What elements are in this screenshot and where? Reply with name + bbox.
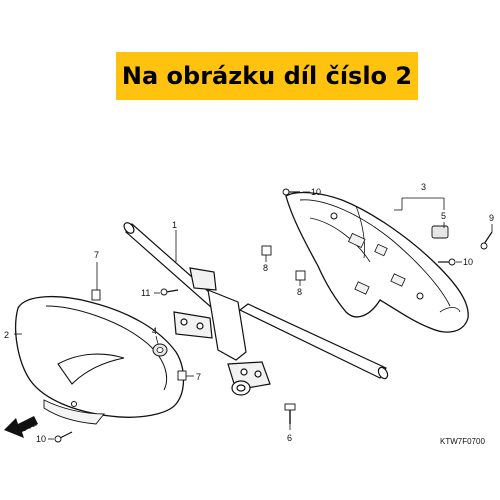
bolt-part-11 bbox=[160, 288, 179, 296]
nut-part-8-lower bbox=[295, 270, 306, 281]
callout-8-upper: 8 bbox=[263, 263, 268, 273]
callout-3: 3 bbox=[421, 182, 426, 192]
callout-8-lower: 8 bbox=[297, 287, 302, 297]
clip-part-7-lower bbox=[177, 370, 187, 381]
callout-10-top: 10 bbox=[311, 187, 321, 197]
bolt-part-10-top bbox=[282, 188, 300, 196]
diagram-code: KTW7F0700 bbox=[440, 437, 485, 446]
part-banner: Na obrázku díl číslo 2 bbox=[116, 52, 418, 100]
handlebar-part-1 bbox=[123, 222, 389, 396]
callout-5: 5 bbox=[441, 211, 446, 221]
callout-10-right: 10 bbox=[463, 257, 473, 267]
callout-7-upper: 7 bbox=[94, 250, 99, 260]
front-cover-part-2 bbox=[15, 295, 185, 425]
bolt-part-10-bottom bbox=[54, 431, 73, 443]
callout-9: 9 bbox=[489, 213, 494, 223]
callout-2: 2 bbox=[4, 330, 9, 340]
screw-part-9 bbox=[480, 231, 493, 250]
callout-11: 11 bbox=[141, 288, 150, 298]
grommet-part-4 bbox=[152, 343, 168, 357]
banner-text: Na obrázku díl číslo 2 bbox=[121, 62, 413, 90]
bolt-part-10-right bbox=[438, 258, 456, 266]
bolt-part-6 bbox=[284, 403, 296, 424]
front-direction-arrow bbox=[4, 416, 38, 438]
clip-part-7-upper bbox=[91, 289, 101, 301]
callout-6: 6 bbox=[287, 433, 292, 443]
cap-part-5 bbox=[431, 225, 449, 239]
callout-4: 4 bbox=[152, 326, 157, 336]
leader-lines bbox=[14, 191, 493, 440]
rear-cover-part-3 bbox=[285, 191, 469, 333]
callout-7-lower: 7 bbox=[196, 372, 201, 382]
callout-1: 1 bbox=[172, 220, 177, 230]
nut-part-8-upper bbox=[261, 245, 272, 256]
callout-10-bottom: 10 bbox=[36, 434, 46, 444]
